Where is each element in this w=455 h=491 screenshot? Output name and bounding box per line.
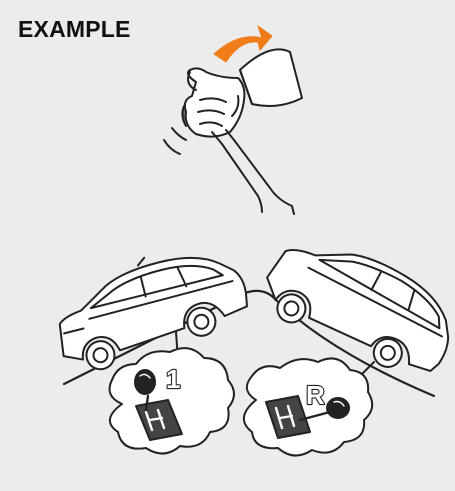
gear-first-label: 1 — [166, 364, 180, 394]
shift-lever-first-gear-icon: 1 — [110, 332, 234, 454]
shift-lever-reverse-icon: R — [244, 358, 374, 455]
gear-reverse-label: R — [306, 380, 325, 410]
parking-brake-hand-icon — [164, 26, 302, 214]
